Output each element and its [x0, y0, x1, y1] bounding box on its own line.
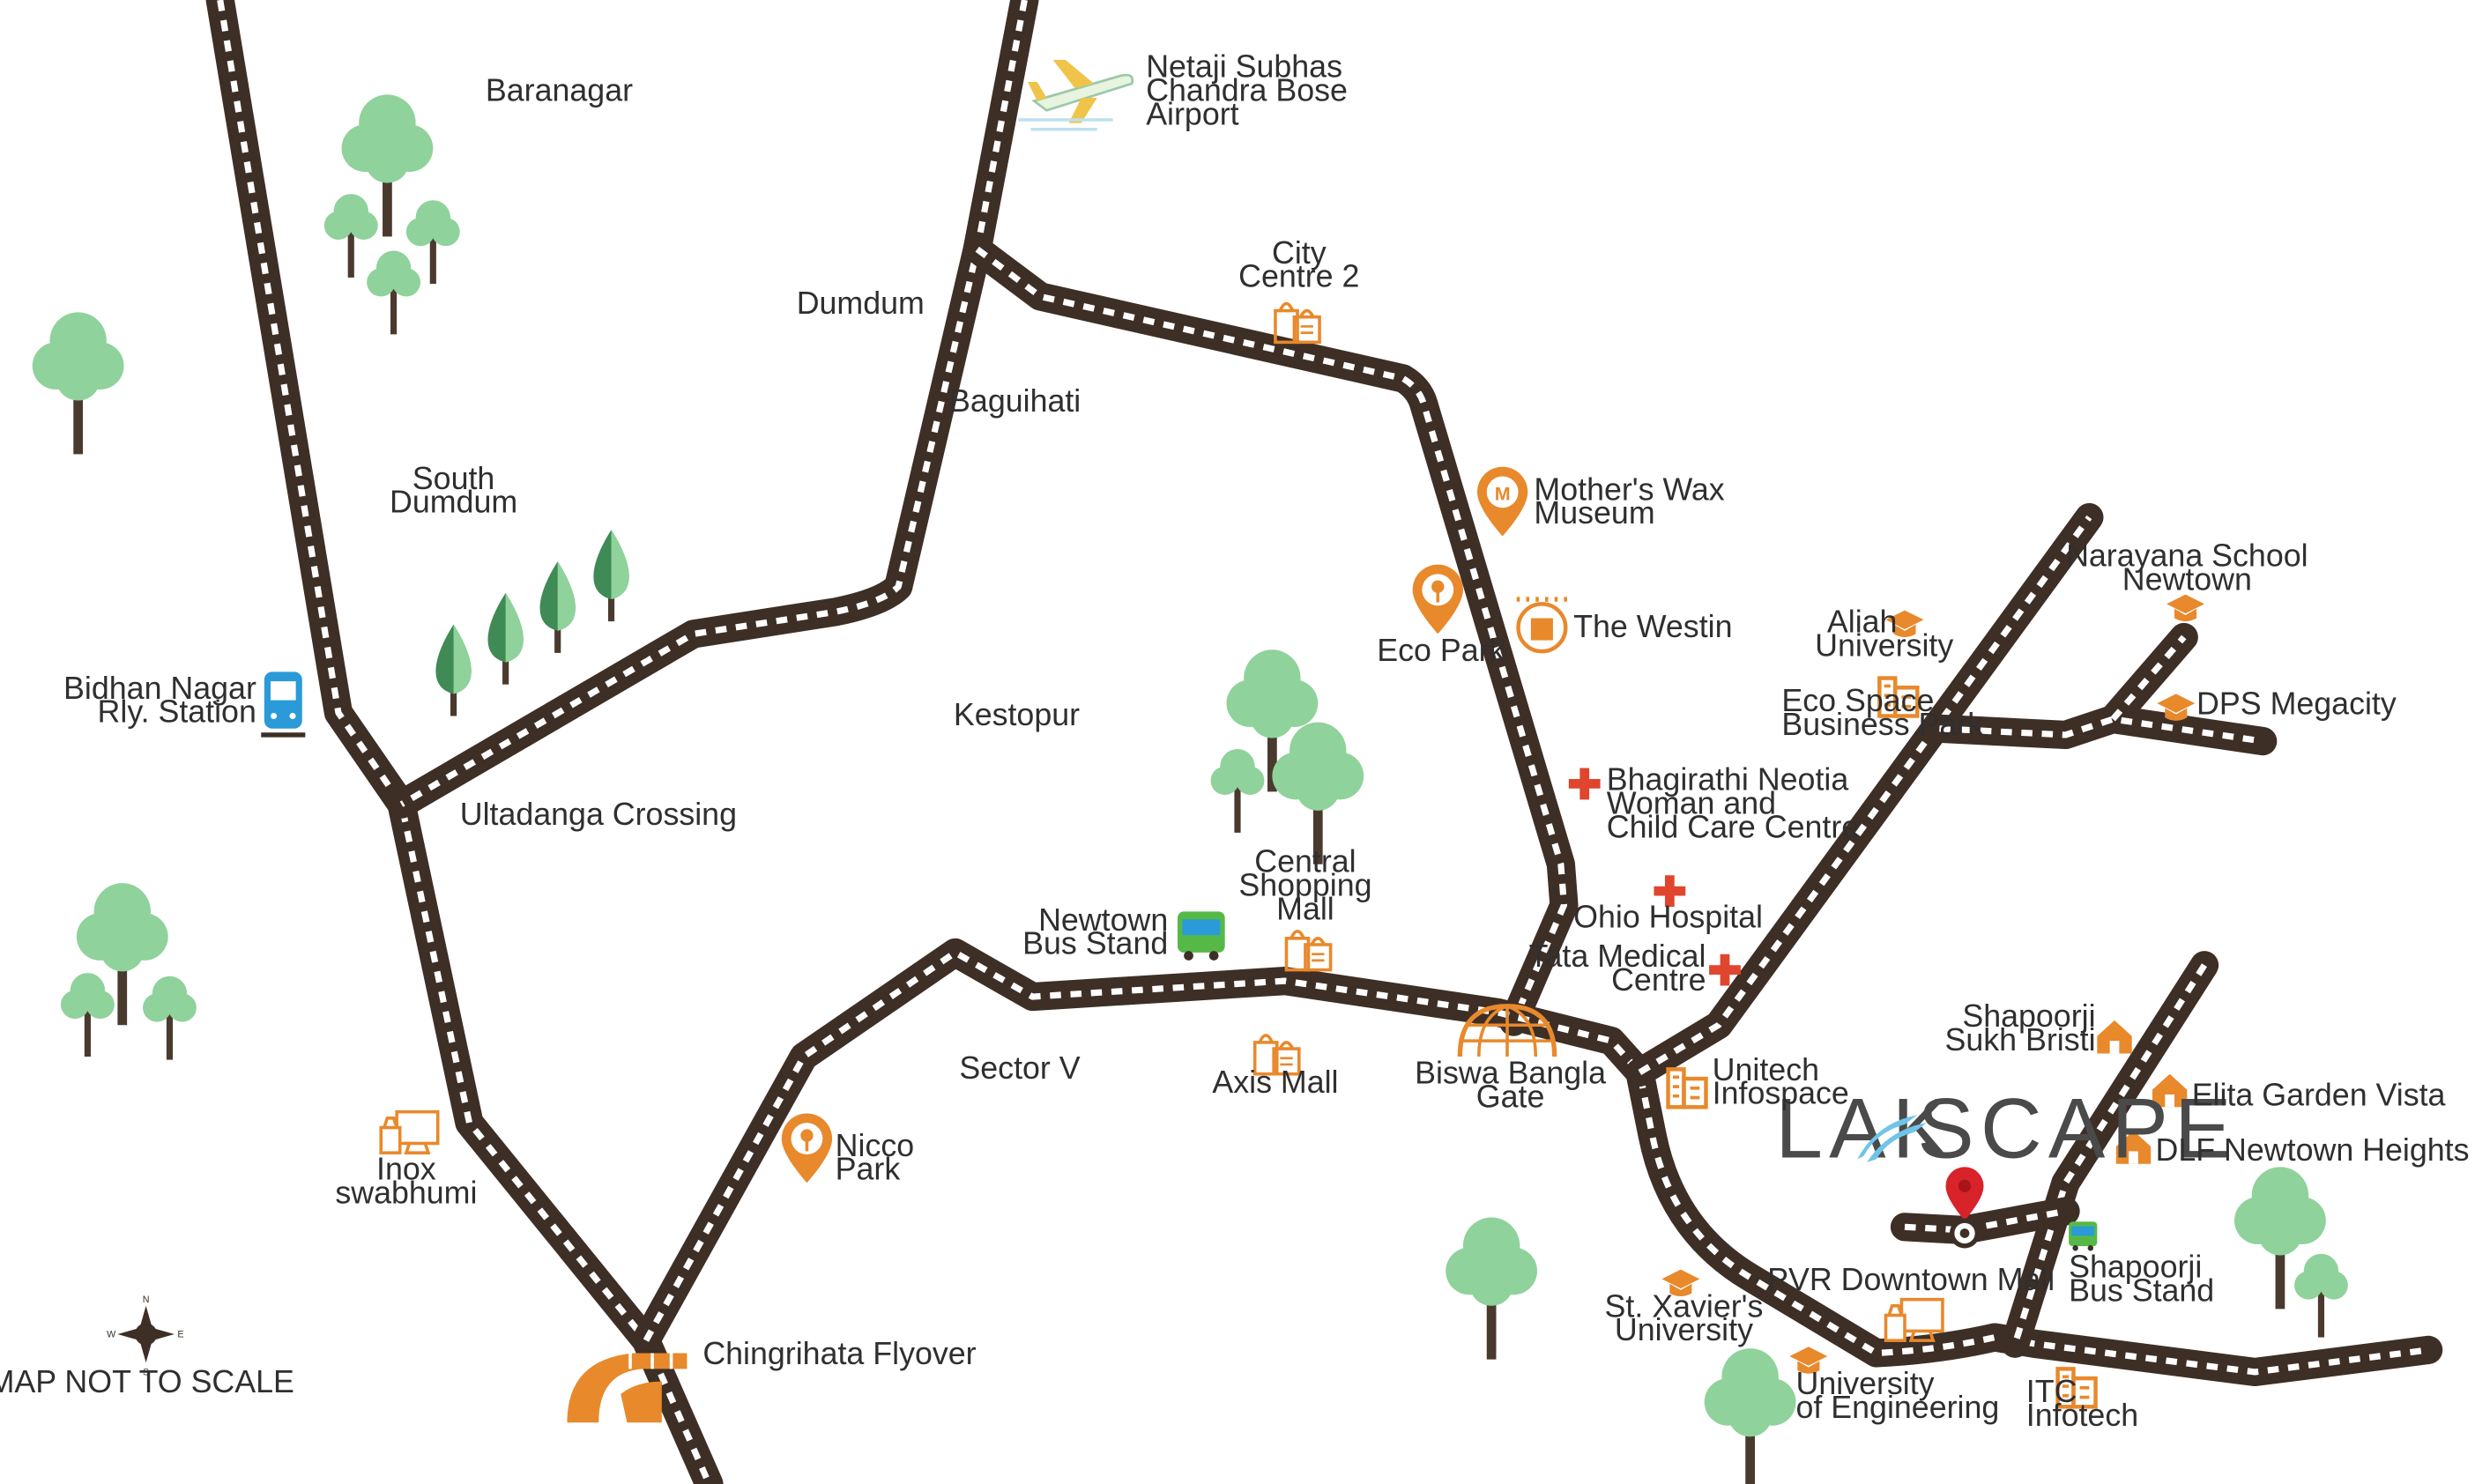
bus-icon	[2069, 1221, 2098, 1251]
compass-w: W	[107, 1330, 116, 1340]
tree-icon	[1446, 1217, 1538, 1360]
place-label-westin: The Westin	[1573, 609, 1732, 644]
bus-icon	[1177, 911, 1225, 961]
tree-icon	[487, 592, 524, 685]
tree-icon	[367, 250, 420, 335]
place-label-dlf: DLF Newtown Heights	[2156, 1132, 2470, 1168]
park-pin-icon	[1412, 564, 1463, 634]
compass-icon: N S E W	[107, 1295, 183, 1377]
place-label-ultadanga: Ultadanga Crossing	[460, 797, 737, 832]
area-label-sector-v: Sector V	[959, 1050, 1080, 1086]
tree-icon	[435, 624, 472, 716]
cinema-icon	[379, 1109, 440, 1154]
place-label-elita: Elita Garden Vista	[2192, 1077, 2446, 1112]
area-label-dumdum: Dumdum	[797, 286, 925, 321]
shopping-bag-icon	[1274, 301, 1321, 345]
park-pin-icon	[781, 1113, 833, 1183]
tree-icon	[1210, 749, 1265, 833]
area-label-baguihati: Baguihati	[949, 383, 1081, 419]
place-label-ohio: Ohio Hospital	[1573, 899, 1763, 934]
house-icon	[2097, 1020, 2132, 1054]
tree-cluster-west	[60, 883, 197, 1060]
hospital-cross-icon	[1568, 768, 1601, 800]
place-label-axis-mall: Axis Mall	[1212, 1065, 1338, 1100]
road-baranagar-south	[205, 0, 724, 1484]
train-icon	[261, 672, 306, 738]
location-pin-icon	[1945, 1167, 1984, 1249]
place-label-chingrihata: Chingrihata Flyover	[702, 1336, 976, 1371]
tree-icon	[32, 312, 124, 455]
gate-dome-icon	[1457, 1004, 1557, 1057]
place-label-pvr: PVR Downtown Mall	[1767, 1262, 2055, 1297]
compass-e: E	[177, 1330, 183, 1340]
tree-icon	[539, 561, 576, 653]
compass-s: S	[143, 1368, 149, 1378]
museum-pin-icon: M	[1477, 466, 1528, 537]
tree-icon	[323, 194, 378, 278]
logo-left: LAK	[1775, 1082, 1955, 1176]
tree-cluster-baranagar	[323, 94, 460, 335]
compass-n: N	[143, 1295, 150, 1305]
hotel-icon	[1516, 597, 1568, 654]
svg-text:M: M	[1495, 483, 1511, 504]
shopping-bag-icon	[1284, 929, 1333, 972]
tree-icon	[1704, 1348, 1796, 1484]
office-building-icon	[1669, 1069, 1706, 1107]
tree-icon	[60, 973, 115, 1057]
tree-icon	[2294, 1253, 2348, 1338]
tree-icon	[593, 530, 629, 622]
place-label-dps: DPS Megacity	[2196, 686, 2397, 722]
logo-wave	[1857, 1115, 1928, 1162]
place-label-eco-park: Eco Park	[1377, 633, 1505, 668]
tree-cluster-central	[1210, 649, 1364, 864]
tree-icon	[1272, 722, 1364, 864]
area-label-kestopur: Kestopur	[954, 697, 1080, 732]
flyover-icon	[567, 1353, 688, 1423]
logo-right: SCAPE	[1917, 1082, 2237, 1176]
area-label-baranagar: Baranagar	[486, 73, 633, 108]
road-airport-vip	[387, 0, 1039, 819]
lakescape-logo: LAK SCAPE	[1775, 1082, 2237, 1176]
scale-note: MAP NOT TO SCALE	[0, 1364, 294, 1399]
airplane-icon	[1018, 60, 1134, 131]
tree-cluster-east	[2234, 1167, 2348, 1338]
graduation-cap-icon	[2167, 594, 2205, 622]
tree-icon	[143, 976, 197, 1060]
